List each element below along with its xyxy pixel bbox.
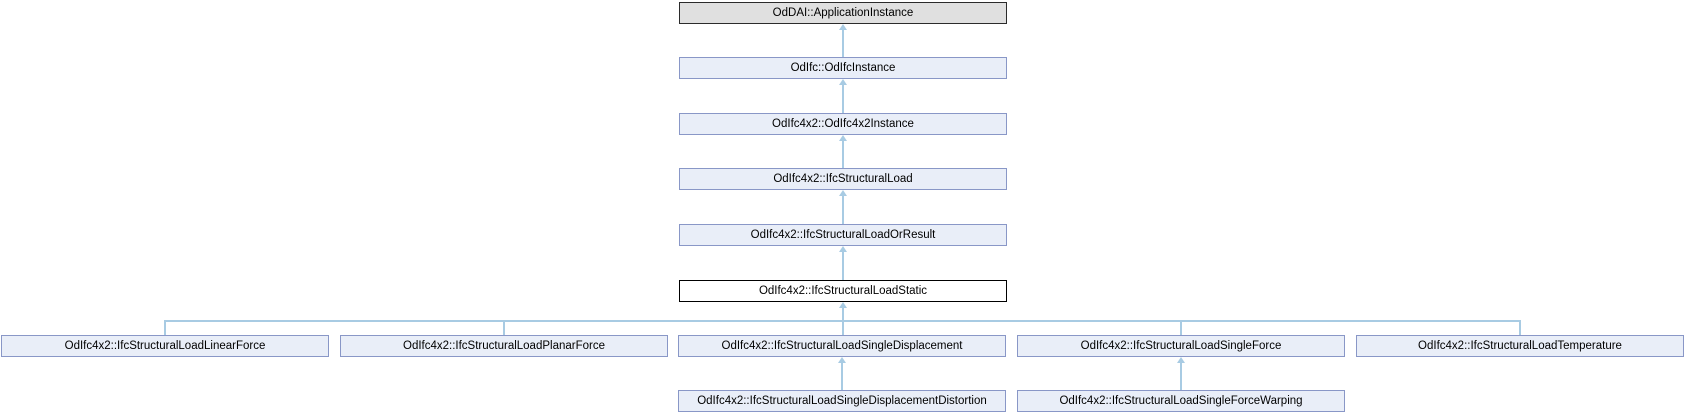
edge-line xyxy=(1180,363,1182,390)
edge-line xyxy=(1180,320,1182,335)
arrowhead-icon xyxy=(839,135,847,141)
edge-line xyxy=(164,320,166,335)
class-node-ifcstructuralloadplanarforce[interactable]: OdIfc4x2::IfcStructuralLoadPlanarForce xyxy=(340,335,668,357)
edge-line xyxy=(842,196,844,224)
edge-line xyxy=(842,252,844,280)
arrowhead-icon xyxy=(839,190,847,196)
edge-line xyxy=(842,308,844,321)
arrowhead-icon xyxy=(839,79,847,85)
class-node-ifcstructuralloadtemperature[interactable]: OdIfc4x2::IfcStructuralLoadTemperature xyxy=(1356,335,1684,357)
edge-line xyxy=(842,320,844,335)
class-node-ifcstructuralloadsingleforcewarping[interactable]: OdIfc4x2::IfcStructuralLoadSingleForceWa… xyxy=(1017,390,1345,412)
class-node-ifcstructuralloadsingledisplacementdistortion[interactable]: OdIfc4x2::IfcStructuralLoadSingleDisplac… xyxy=(678,390,1006,412)
edge-line xyxy=(503,320,505,335)
arrowhead-icon xyxy=(838,357,846,363)
edge-line xyxy=(841,363,843,390)
arrowhead-icon xyxy=(839,24,847,30)
edge-line xyxy=(842,85,844,113)
arrowhead-icon xyxy=(839,246,847,252)
edge-line xyxy=(842,30,844,57)
class-node-ifcstructuralloadorresult[interactable]: OdIfc4x2::IfcStructuralLoadOrResult xyxy=(679,224,1007,246)
class-node-ifcstructuralload[interactable]: OdIfc4x2::IfcStructuralLoad xyxy=(679,168,1007,190)
class-node-ifcstructuralloadstatic-current: OdIfc4x2::IfcStructuralLoadStatic xyxy=(679,280,1007,302)
class-node-ifcstructuralloadsingledisplacement[interactable]: OdIfc4x2::IfcStructuralLoadSingleDisplac… xyxy=(678,335,1006,357)
edge-line xyxy=(842,141,844,168)
class-node-odifc4x2-instance[interactable]: OdIfc4x2::OdIfc4x2Instance xyxy=(679,113,1007,135)
arrowhead-icon xyxy=(839,302,847,308)
class-node-ifcstructuralloadsingleforce[interactable]: OdIfc4x2::IfcStructuralLoadSingleForce xyxy=(1017,335,1345,357)
arrowhead-icon xyxy=(1177,357,1185,363)
class-node-oddai-applicationinstance: OdDAI::ApplicationInstance xyxy=(679,2,1007,24)
class-node-odifc-odifcinstance[interactable]: OdIfc::OdIfcInstance xyxy=(679,57,1007,79)
class-node-ifcstructuralloadlinearforce[interactable]: OdIfc4x2::IfcStructuralLoadLinearForce xyxy=(1,335,329,357)
edge-line xyxy=(1519,320,1521,335)
